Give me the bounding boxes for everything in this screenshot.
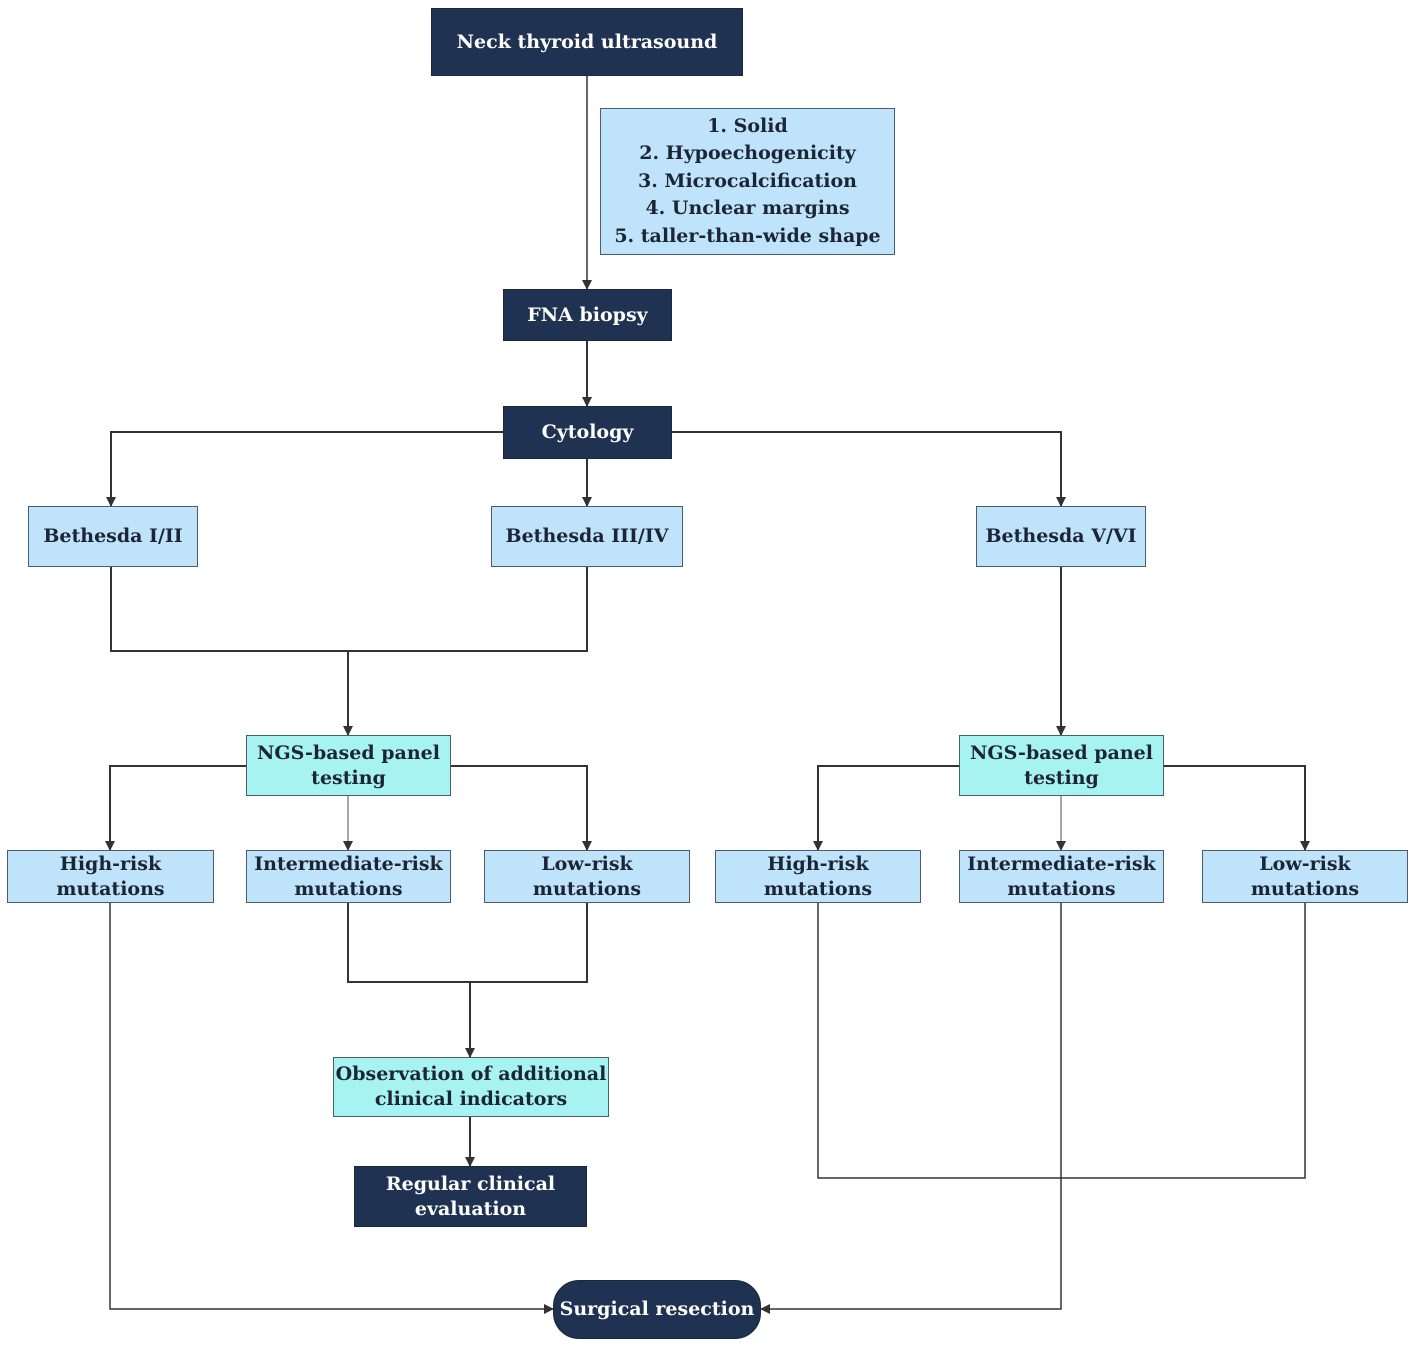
node-right-low-risk: Low-risk mutations (1202, 850, 1408, 903)
criterion-1: 1. Solid (707, 114, 788, 137)
node-bethesda-3-4: Bethesda III/IV (491, 506, 683, 567)
node-ngs-panel-left: NGS-based panel testing (246, 735, 451, 796)
criterion-4: 4. Unclear margins (645, 197, 850, 220)
node-surgical-resection: Surgical resection (553, 1280, 761, 1339)
node-observation-clinical-indicators: Observation of additional clinical indic… (333, 1057, 609, 1117)
edge-left-intermediate-low-merge (347, 903, 588, 983)
edge-right-intermediate-to-surgical (760, 903, 1062, 1314)
node-right-high-risk: High-risk mutations (715, 850, 921, 903)
criterion-3: 3. Microcalcification (637, 169, 857, 192)
edge-ngs-left-to-low (451, 765, 592, 851)
node-left-high-risk: High-risk mutations (7, 850, 214, 903)
node-fna-biopsy: FNA biopsy (503, 289, 672, 341)
edge-ngs-right-to-high (813, 765, 959, 851)
criterion-2: 2. Hypoechogenicity (639, 142, 856, 165)
node-bethesda-1-2: Bethesda I/II (28, 506, 198, 567)
edge-ngs-right-to-low (1164, 765, 1310, 851)
node-bethesda-5-6: Bethesda V/VI (976, 506, 1146, 567)
node-left-intermediate-risk: Intermediate-risk mutations (246, 850, 451, 903)
node-ultrasound-criteria: 1. Solid 2. Hypoechogenicity 3. Microcal… (600, 108, 895, 255)
node-right-intermediate-risk: Intermediate-risk mutations (959, 850, 1164, 903)
node-left-low-risk: Low-risk mutations (484, 850, 690, 903)
node-ngs-panel-right: NGS-based panel testing (959, 735, 1164, 796)
edge-cytology-to-bethesda-5-6 (672, 431, 1066, 507)
node-regular-clinical-evaluation: Regular clinical evaluation (354, 1166, 587, 1227)
criterion-5: 5. taller-than-wide shape (614, 224, 881, 247)
edge-ngs-left-to-high (105, 765, 246, 851)
edge-left-high-to-surgical (109, 903, 554, 1314)
node-cytology: Cytology (503, 406, 672, 459)
node-neck-thyroid-ultrasound: Neck thyroid ultrasound (431, 8, 743, 76)
edge-cytology-to-bethesda-1-2 (106, 431, 503, 507)
edge-bethesda-1-2-merge (110, 567, 588, 652)
